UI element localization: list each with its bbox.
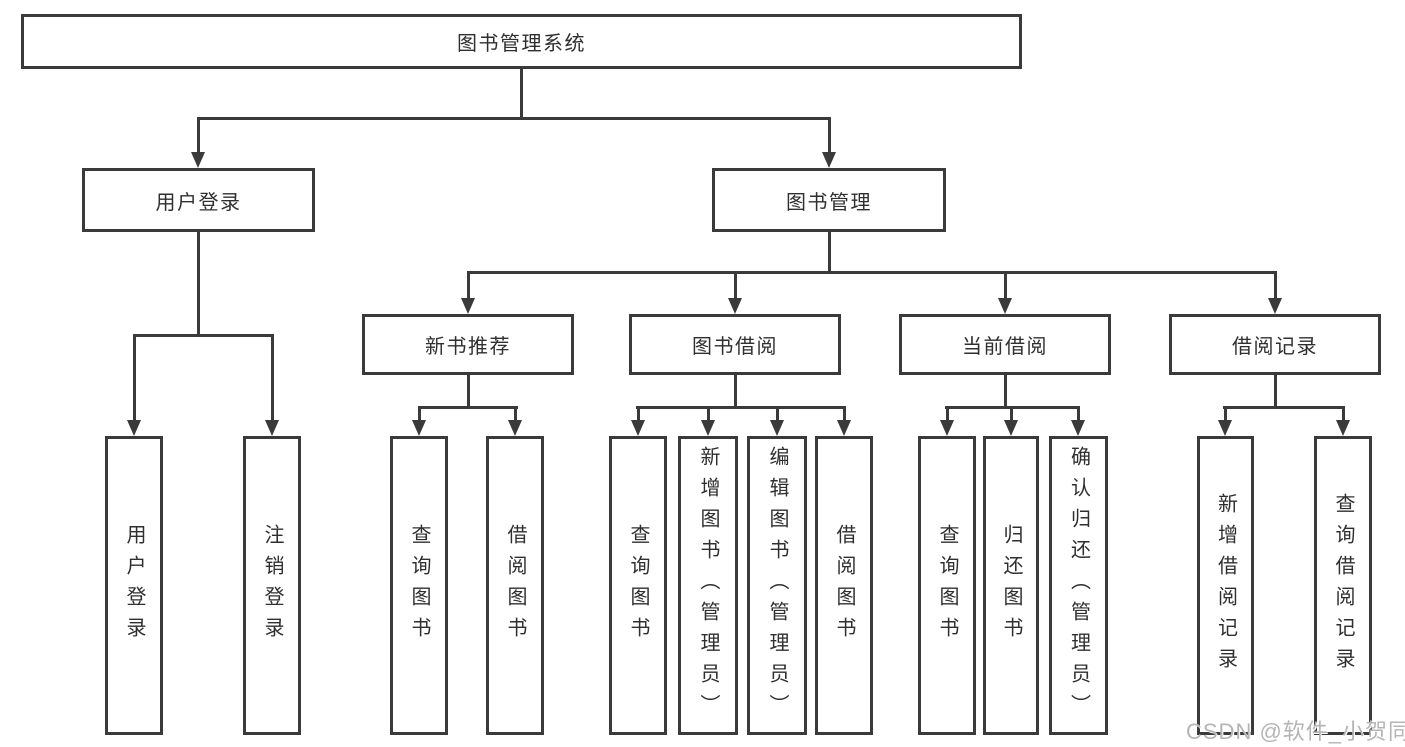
leaf-query-books-recommend: 查询图书: [390, 436, 448, 735]
node-label: 借阅图书: [833, 523, 855, 648]
connector-vline: [1004, 373, 1007, 409]
arrow-down-icon: [822, 152, 836, 168]
connector-vline: [520, 68, 523, 120]
connector-vline: [197, 117, 200, 154]
arrow-down-icon: [940, 420, 954, 436]
connector-vline: [1342, 406, 1345, 422]
connector-hline: [1223, 406, 1345, 409]
node-label: 确认归还（管理员）: [1067, 446, 1090, 725]
connector-hline: [467, 271, 1277, 274]
node-label: 图书管理: [786, 191, 872, 214]
node-label: 当前借阅: [962, 336, 1048, 358]
leaf-add-books-admin: 新增图书（管理员）: [678, 436, 738, 735]
arrow-down-icon: [770, 420, 784, 436]
arrow-down-icon: [1336, 420, 1350, 436]
connector-vline: [514, 406, 517, 422]
node-book-borrowing: 图书借阅: [629, 314, 841, 375]
connector-vline: [828, 230, 831, 274]
node-user-login: 用户登录: [82, 168, 315, 232]
node-label: 借阅图书: [504, 523, 526, 648]
node-label: 用户登录: [123, 523, 145, 648]
node-label: 新增图书（管理员）: [697, 446, 719, 725]
connector-vline: [133, 334, 136, 422]
arrow-down-icon: [701, 420, 715, 436]
arrow-down-icon: [191, 152, 205, 168]
leaf-borrow-books-borrowing: 借阅图书: [815, 436, 873, 735]
arrow-down-icon: [1268, 298, 1282, 314]
arrow-down-icon: [1218, 420, 1232, 436]
leaf-add-borrow-record: 新增借阅记录: [1197, 436, 1254, 735]
leaf-user-login: 用户登录: [105, 436, 163, 735]
node-new-book-recommendation: 新书推荐: [362, 314, 574, 375]
connector-vline: [734, 271, 737, 300]
node-label: 借阅记录: [1232, 336, 1318, 358]
leaf-edit-books-admin: 编辑图书（管理员）: [747, 436, 807, 735]
connector-hline: [636, 406, 846, 409]
watermark: CSDN @软件_小贺同学: [1186, 719, 1405, 744]
connector-vline: [418, 406, 421, 422]
connector-vline: [1004, 271, 1007, 300]
connector-vline: [637, 406, 640, 422]
node-label: 查询图书: [936, 523, 958, 648]
node-label: 查询图书: [627, 523, 649, 648]
connector-vline: [1010, 406, 1013, 422]
arrow-down-icon: [1071, 420, 1085, 436]
node-label: 归还图书: [1000, 523, 1022, 648]
arrow-down-icon: [265, 420, 279, 436]
arrow-down-icon: [728, 298, 742, 314]
connector-vline: [734, 373, 737, 409]
arrow-down-icon: [837, 420, 851, 436]
leaf-query-books-current: 查询图书: [918, 436, 976, 735]
connector-vline: [1224, 406, 1227, 422]
leaf-borrow-books-recommend: 借阅图书: [486, 436, 544, 735]
connector-vline: [197, 230, 200, 337]
connector-vline: [467, 271, 470, 300]
leaf-query-borrow-record: 查询借阅记录: [1314, 436, 1372, 735]
connector-hline: [197, 117, 831, 120]
node-label: 注销登录: [261, 523, 283, 648]
leaf-return-books: 归还图书: [983, 436, 1039, 735]
connector-vline: [946, 406, 949, 422]
node-label: 编辑图书（管理员）: [766, 446, 788, 725]
leaf-logout: 注销登录: [243, 436, 301, 735]
arrow-down-icon: [1004, 420, 1018, 436]
connector-hline: [133, 334, 274, 337]
leaf-confirm-return-admin: 确认归还（管理员）: [1049, 436, 1108, 735]
node-label: 新书推荐: [425, 336, 511, 358]
connector-vline: [707, 406, 710, 422]
node-label: 查询借阅记录: [1332, 492, 1354, 679]
arrow-down-icon: [127, 420, 141, 436]
arrow-down-icon: [412, 420, 426, 436]
arrow-down-icon: [508, 420, 522, 436]
leaf-query-books-borrowing: 查询图书: [609, 436, 667, 735]
connector-vline: [776, 406, 779, 422]
connector-vline: [828, 117, 831, 154]
connector-vline: [1077, 406, 1080, 422]
arrow-down-icon: [998, 298, 1012, 314]
node-label: 用户登录: [155, 191, 242, 214]
connector-vline: [271, 334, 274, 422]
node-library-system: 图书管理系统: [21, 14, 1022, 69]
node-label: 图书借阅: [692, 336, 778, 358]
node-book-management: 图书管理: [712, 168, 946, 232]
arrow-down-icon: [631, 420, 645, 436]
arrow-down-icon: [461, 298, 475, 314]
node-label: 图书管理系统: [457, 33, 586, 55]
node-borrowing-records: 借阅记录: [1169, 314, 1381, 375]
connector-vline: [467, 373, 470, 409]
connector-hline: [418, 406, 518, 409]
connector-vline: [1274, 373, 1277, 409]
node-current-borrowing: 当前借阅: [899, 314, 1111, 375]
connector-vline: [1274, 271, 1277, 300]
connector-vline: [843, 406, 846, 422]
node-label: 新增借阅记录: [1214, 492, 1237, 679]
node-label: 查询图书: [408, 523, 430, 648]
